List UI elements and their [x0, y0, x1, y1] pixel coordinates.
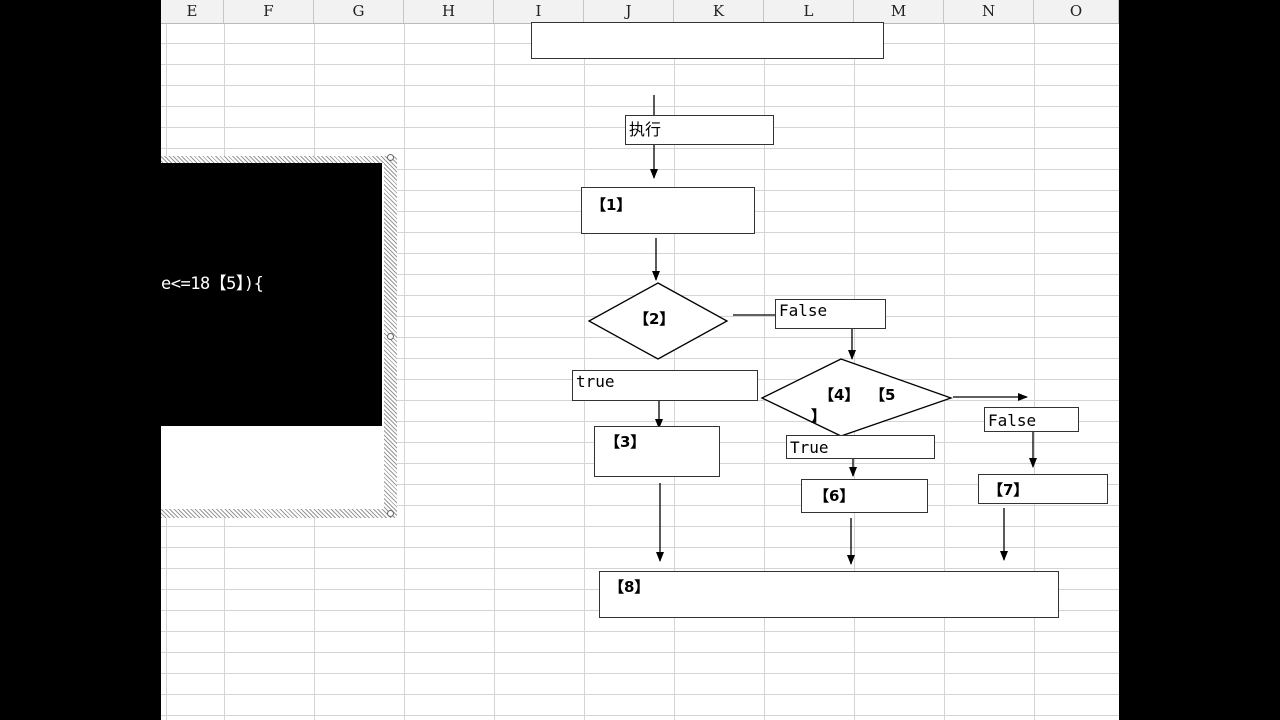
column-header-bar: E F G H I J K L M N O: [161, 0, 1119, 24]
step-6-box[interactable]: 【6】: [801, 479, 928, 513]
code-display: e<=18【5】){: [161, 163, 382, 426]
step-1-label: 【1】: [591, 196, 632, 214]
step-2-label: 【2】: [634, 310, 675, 328]
false-label-2[interactable]: False: [984, 407, 1079, 432]
step-5-label-close: 】: [811, 407, 827, 425]
step-6-label: 【6】: [814, 487, 855, 505]
column-header-g[interactable]: G: [314, 0, 404, 23]
step-7-box[interactable]: 【7】: [978, 474, 1108, 504]
resize-handle-bottom-right[interactable]: [387, 510, 394, 517]
true-label-2[interactable]: True: [786, 435, 935, 459]
step-1-box[interactable]: 【1】: [581, 187, 755, 234]
flowchart-connectors: [587, 95, 1037, 565]
resize-handle-right[interactable]: [387, 333, 394, 340]
column-header-i[interactable]: I: [494, 0, 584, 23]
code-line: e<=18【5】){: [161, 274, 264, 294]
step-3-label: 【3】: [605, 433, 646, 451]
column-header-j[interactable]: J: [584, 0, 674, 23]
code-text-box[interactable]: e<=18【5】){: [161, 154, 397, 518]
step-4-label: 【4】: [819, 386, 860, 404]
step-3-box[interactable]: 【3】: [594, 426, 720, 477]
exec-label[interactable]: 执行: [625, 115, 774, 145]
column-header-l[interactable]: L: [764, 0, 854, 23]
spreadsheet-area[interactable]: E F G H I J K L M N O e<=18【5】){: [161, 0, 1119, 720]
true-label-1[interactable]: true: [572, 370, 758, 401]
decision-diamond-2: [587, 282, 729, 360]
column-header-o[interactable]: O: [1034, 0, 1119, 23]
column-header-f[interactable]: F: [224, 0, 314, 23]
step-5-label-open: 【5: [870, 386, 896, 404]
step-7-label: 【7】: [988, 481, 1029, 499]
resize-handle-top-right[interactable]: [387, 154, 394, 161]
column-header-e[interactable]: E: [161, 0, 224, 23]
code-text-box-content[interactable]: e<=18【5】){: [161, 163, 384, 509]
column-header-m[interactable]: M: [854, 0, 944, 23]
step-8-box[interactable]: 【8】: [599, 571, 1059, 618]
step-8-label: 【8】: [609, 578, 650, 596]
false-label-1[interactable]: False: [775, 299, 886, 329]
start-box[interactable]: [531, 22, 884, 59]
column-header-k[interactable]: K: [674, 0, 764, 23]
column-header-h[interactable]: H: [404, 0, 494, 23]
column-header-n[interactable]: N: [944, 0, 1034, 23]
